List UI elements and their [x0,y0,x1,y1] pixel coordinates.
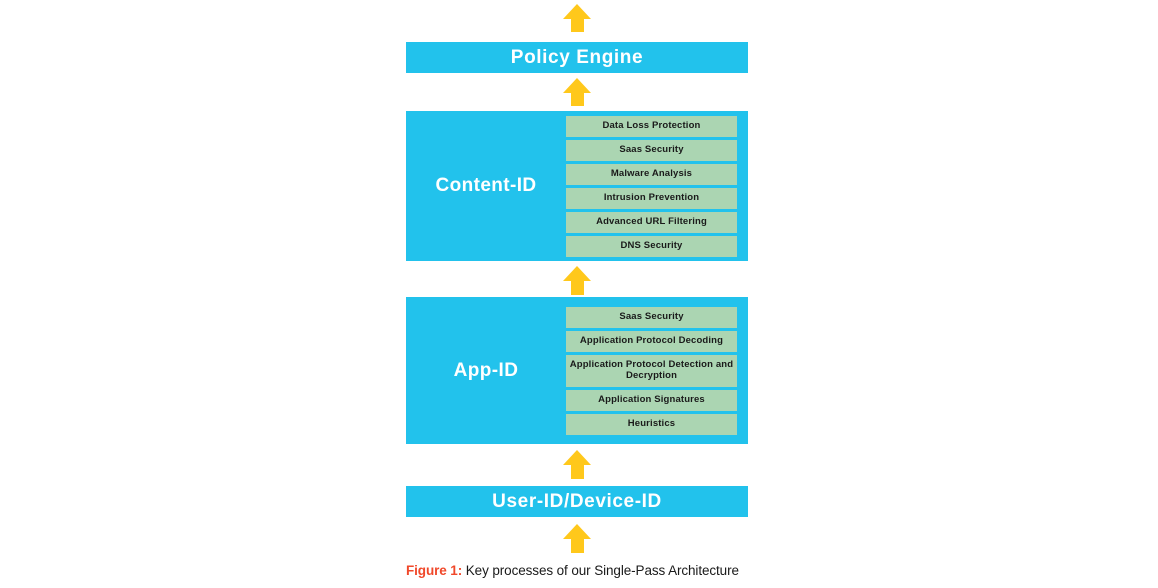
content-id-row: Malware Analysis [566,163,737,185]
user-device-id-label: User-ID/Device-ID [492,490,662,512]
content-id-row: Intrusion Prevention [566,187,737,209]
content-id-title: Content-ID [435,175,537,196]
arrow-head [563,4,591,19]
app-id-title: App-ID [453,359,519,381]
content-id-row: Saas Security [566,139,737,161]
arrow-head [563,450,591,465]
up-arrow-icon-content-to-policy [563,78,591,106]
arrow-stem [570,465,584,479]
user-device-id-bar: User-ID/Device-ID [406,486,748,517]
app-id-panel: App-ID Saas Security Application Protoco… [406,297,748,444]
arrow-stem [570,19,584,32]
content-id-row: Data Loss Protection [566,115,737,137]
policy-engine-bar: Policy Engine [406,42,748,73]
up-arrow-icon-userid-to-appid [563,450,591,479]
up-arrow-icon-top [563,4,591,32]
figure-caption-text: Key processes of our Single-Pass Archite… [462,563,739,578]
policy-engine-label: Policy Engine [510,46,644,68]
architecture-stack: Policy Engine Content-ID Data Loss Prote… [406,0,748,588]
app-id-row: Application Signatures [566,389,737,411]
figure-caption: Figure 1: Key processes of our Single-Pa… [406,563,748,578]
content-id-row: Advanced URL Filtering [566,211,737,233]
app-id-row: Saas Security [566,306,737,328]
up-arrow-icon-appid-to-content [563,266,591,295]
app-id-row-list: Saas Security Application Protocol Decod… [566,306,737,435]
arrow-head [563,524,591,539]
app-id-row: Application Protocol Decoding [566,330,737,352]
arrow-stem [570,539,584,553]
content-id-panel: Content-ID Data Loss Protection Saas Sec… [406,111,748,261]
arrow-stem [570,93,584,106]
arrow-stem [570,281,584,295]
figure-caption-label: Figure 1: [406,563,463,578]
content-id-row: DNS Security [566,235,737,257]
arrow-head [563,78,591,93]
app-id-row: Heuristics [566,413,737,435]
content-id-row-list: Data Loss Protection Saas Security Malwa… [566,115,737,257]
up-arrow-icon-bottom [563,524,591,553]
arrow-head [563,266,591,281]
app-id-row: Application Protocol Detection and Decry… [566,354,737,387]
